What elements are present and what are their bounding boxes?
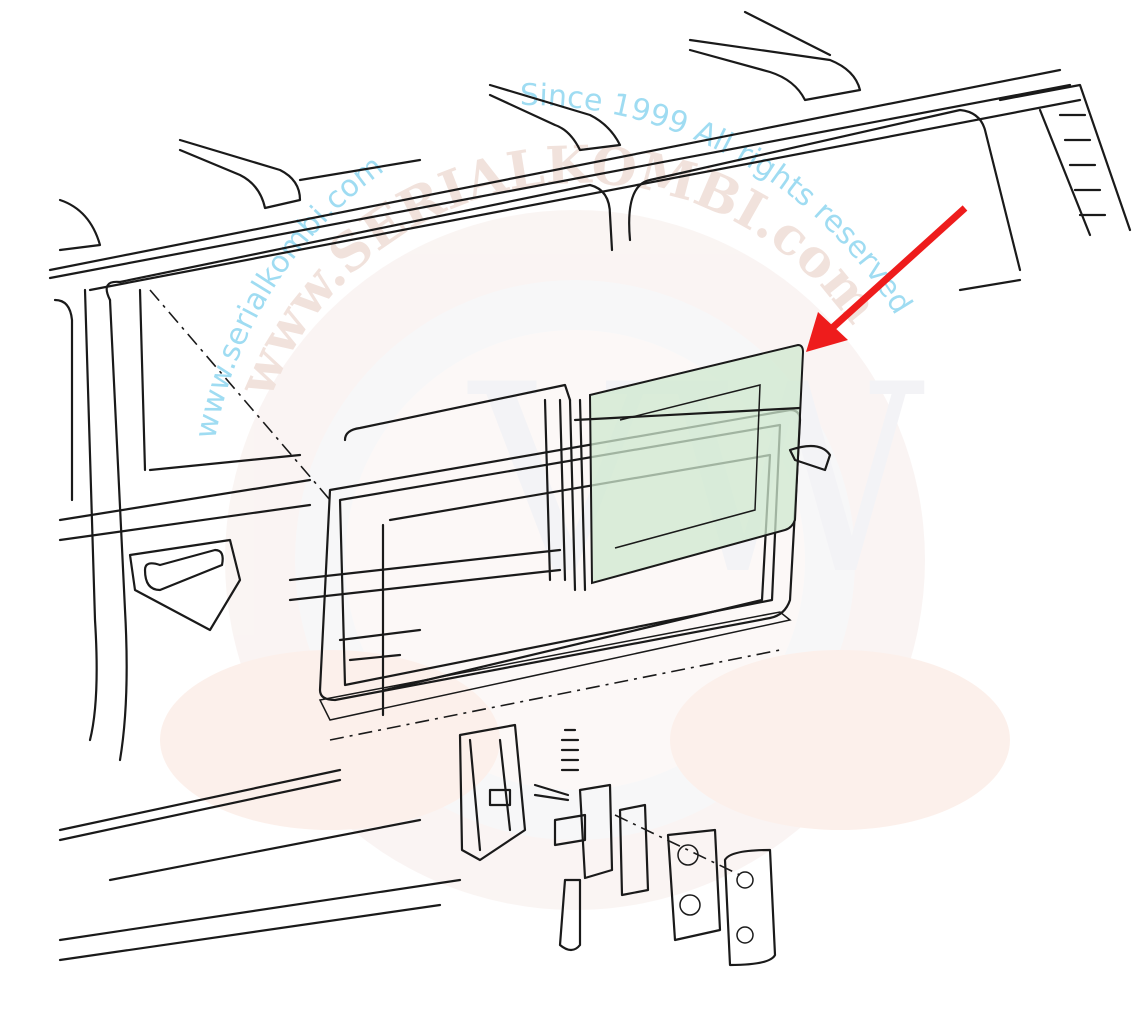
latch-assembly [458,723,777,967]
roof-ribs [58,10,862,252]
vent-louvres [1058,113,1107,217]
pointer-arrow [806,205,968,352]
sliding-glass-pane [573,343,832,585]
door-handle [128,538,242,632]
